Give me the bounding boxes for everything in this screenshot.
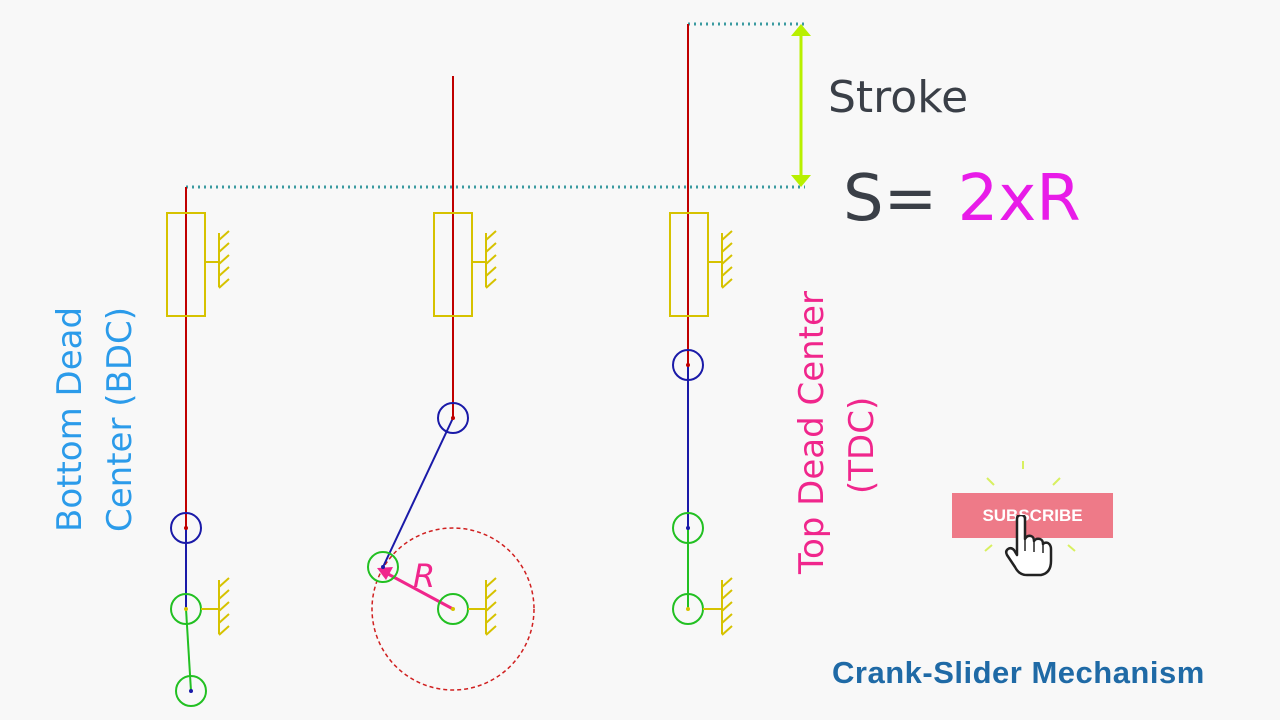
subscribe-button[interactable]: SUBSCRIBE: [952, 493, 1113, 538]
crank-arm: [185, 608, 192, 692]
piston-pin-joint: [437, 402, 469, 434]
fixed-support-icon: [205, 230, 230, 289]
connecting-rod: [382, 417, 454, 568]
subscribe-sparkles: [984, 461, 1076, 552]
fixed-support-icon: [201, 577, 230, 636]
crank-pin-joint: [367, 551, 399, 583]
mechanism-intermediate: R: [367, 76, 535, 691]
diagram-title: Crank-Slider Mechanism: [832, 655, 1205, 690]
mechanism-bdc: [166, 187, 230, 707]
slider-guide: [669, 212, 709, 317]
piston-pin-joint: [672, 349, 704, 381]
bdc-label-line1: Bottom Dead: [50, 306, 90, 532]
tdc-label-line1: Top Dead Center: [792, 291, 832, 574]
slider-guide: [433, 212, 473, 317]
hand-pointer-icon: [1004, 515, 1053, 577]
formula-prefix: S=: [843, 162, 958, 236]
tdc-label-line2: (TDC): [842, 396, 882, 494]
bdc-label-line2: Center (BDC): [100, 306, 140, 532]
bdc-label: Bottom Dead Center (BDC): [45, 307, 145, 532]
stroke-label: Stroke: [828, 72, 969, 123]
crank-pin-joint: [175, 675, 207, 707]
slider-guide: [166, 212, 206, 317]
fixed-support-icon: [708, 230, 733, 289]
formula-value: 2xR: [957, 162, 1081, 236]
fixed-support-icon: [472, 230, 497, 289]
dotted-reference-lines: [186, 22, 805, 189]
tdc-label: Top Dead Center (TDC): [787, 291, 887, 574]
piston-pin-joint: [170, 512, 202, 544]
fixed-support-icon: [468, 577, 497, 636]
radius-label: R: [413, 557, 435, 595]
crank-path-circle: [371, 527, 535, 691]
radius-arrow: [377, 567, 454, 611]
mechanism-tdc: [669, 24, 733, 636]
stroke-formula: S= 2xR: [843, 162, 1081, 236]
stroke-arrow: [791, 24, 811, 187]
fixed-support-icon: [703, 577, 733, 636]
crank-pin-joint: [672, 512, 704, 544]
